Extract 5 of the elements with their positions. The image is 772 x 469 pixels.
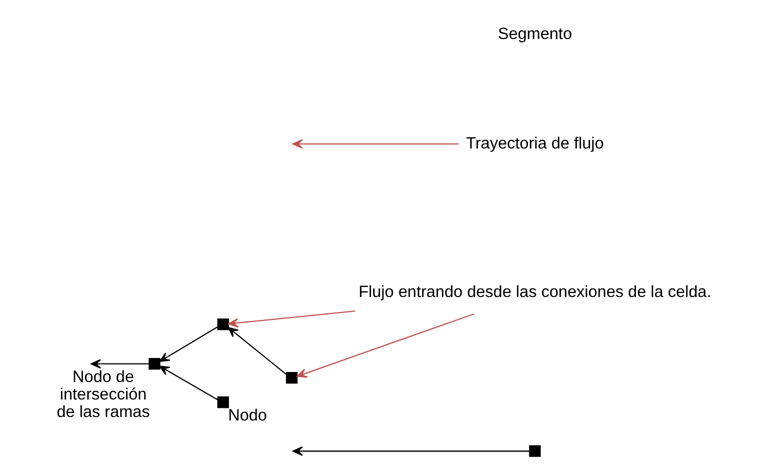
node-text: Flujo entrando desde las conexiones de la celda.	[358, 282, 712, 301]
node-label: Nodo	[228, 406, 267, 424]
node-label: Nodo de intersección de las ramas	[56, 368, 150, 421]
node-text: Trayectoria de flujo	[466, 134, 604, 152]
label: Segmento	[498, 24, 572, 42]
